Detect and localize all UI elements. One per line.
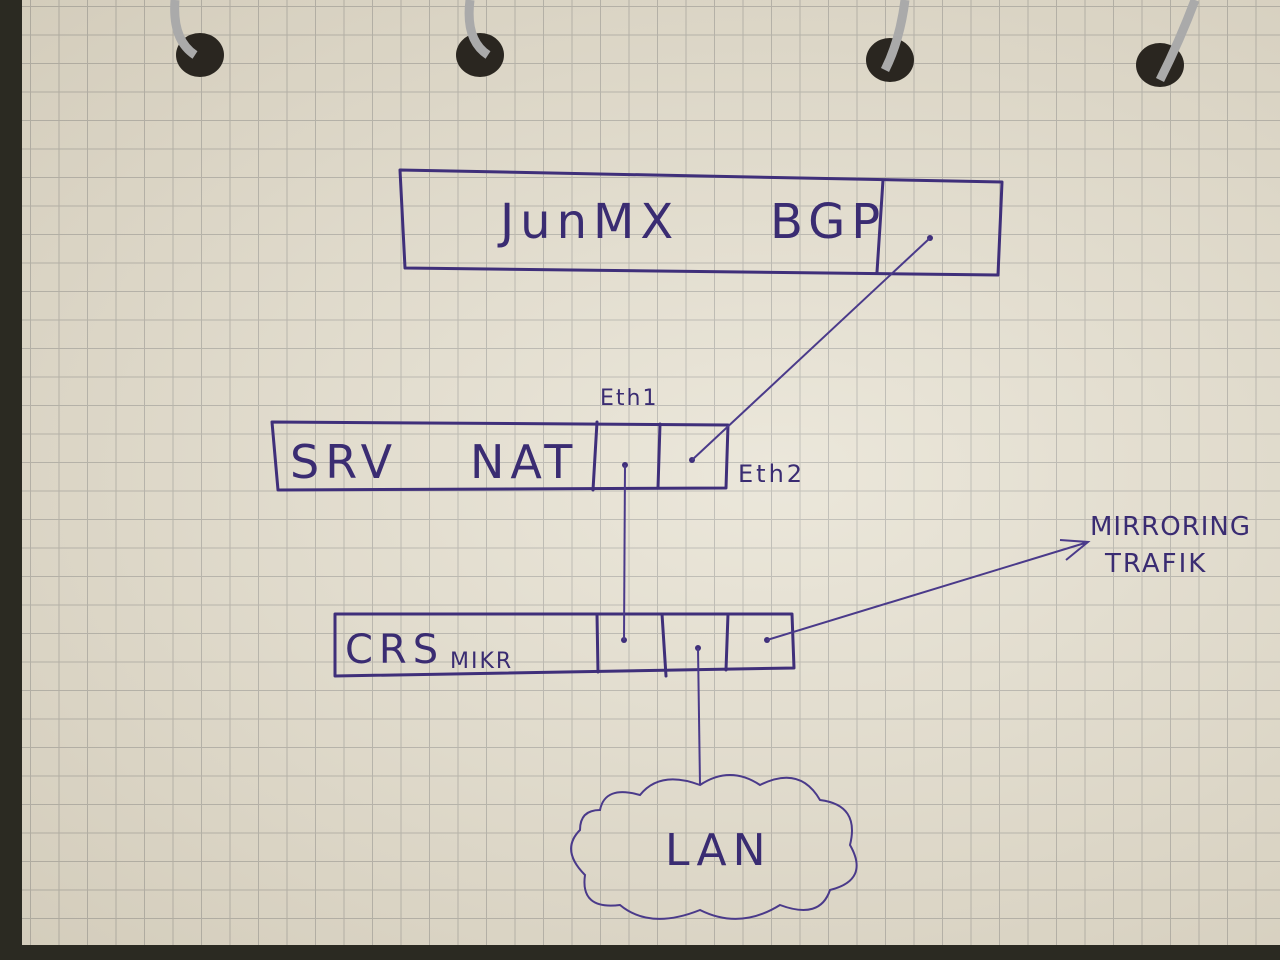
router-role: BGP (770, 194, 886, 250)
switch-node: CRS MIKR (333, 612, 796, 678)
eth2-label: Eth2 (738, 460, 805, 488)
router-label: JunMX (497, 194, 679, 250)
mirroring-label: MIRRORING TRAFIK (1090, 512, 1251, 579)
link-switch-lan (697, 647, 701, 786)
link-eth2-router (691, 237, 931, 461)
lan-cloud: LAN (570, 774, 858, 920)
mirror-arrow (766, 539, 1091, 641)
router-node: JunMX BGP (398, 168, 1004, 277)
lan-label: LAN (665, 825, 772, 876)
switch-label: CRS (345, 627, 444, 673)
switch-sublabel: MIKR (450, 649, 513, 674)
binder-rings (170, 0, 1200, 87)
eth1-label: Eth1 (600, 386, 658, 411)
svg-text:MIRRORING: MIRRORING (1090, 512, 1251, 542)
server-node: SRV NAT Eth1 Eth2 (270, 386, 805, 492)
server-label: SRV (290, 435, 398, 489)
server-role: NAT (470, 435, 578, 489)
link-eth1-switch (623, 464, 626, 641)
svg-text:TRAFIK: TRAFIK (1104, 549, 1207, 579)
